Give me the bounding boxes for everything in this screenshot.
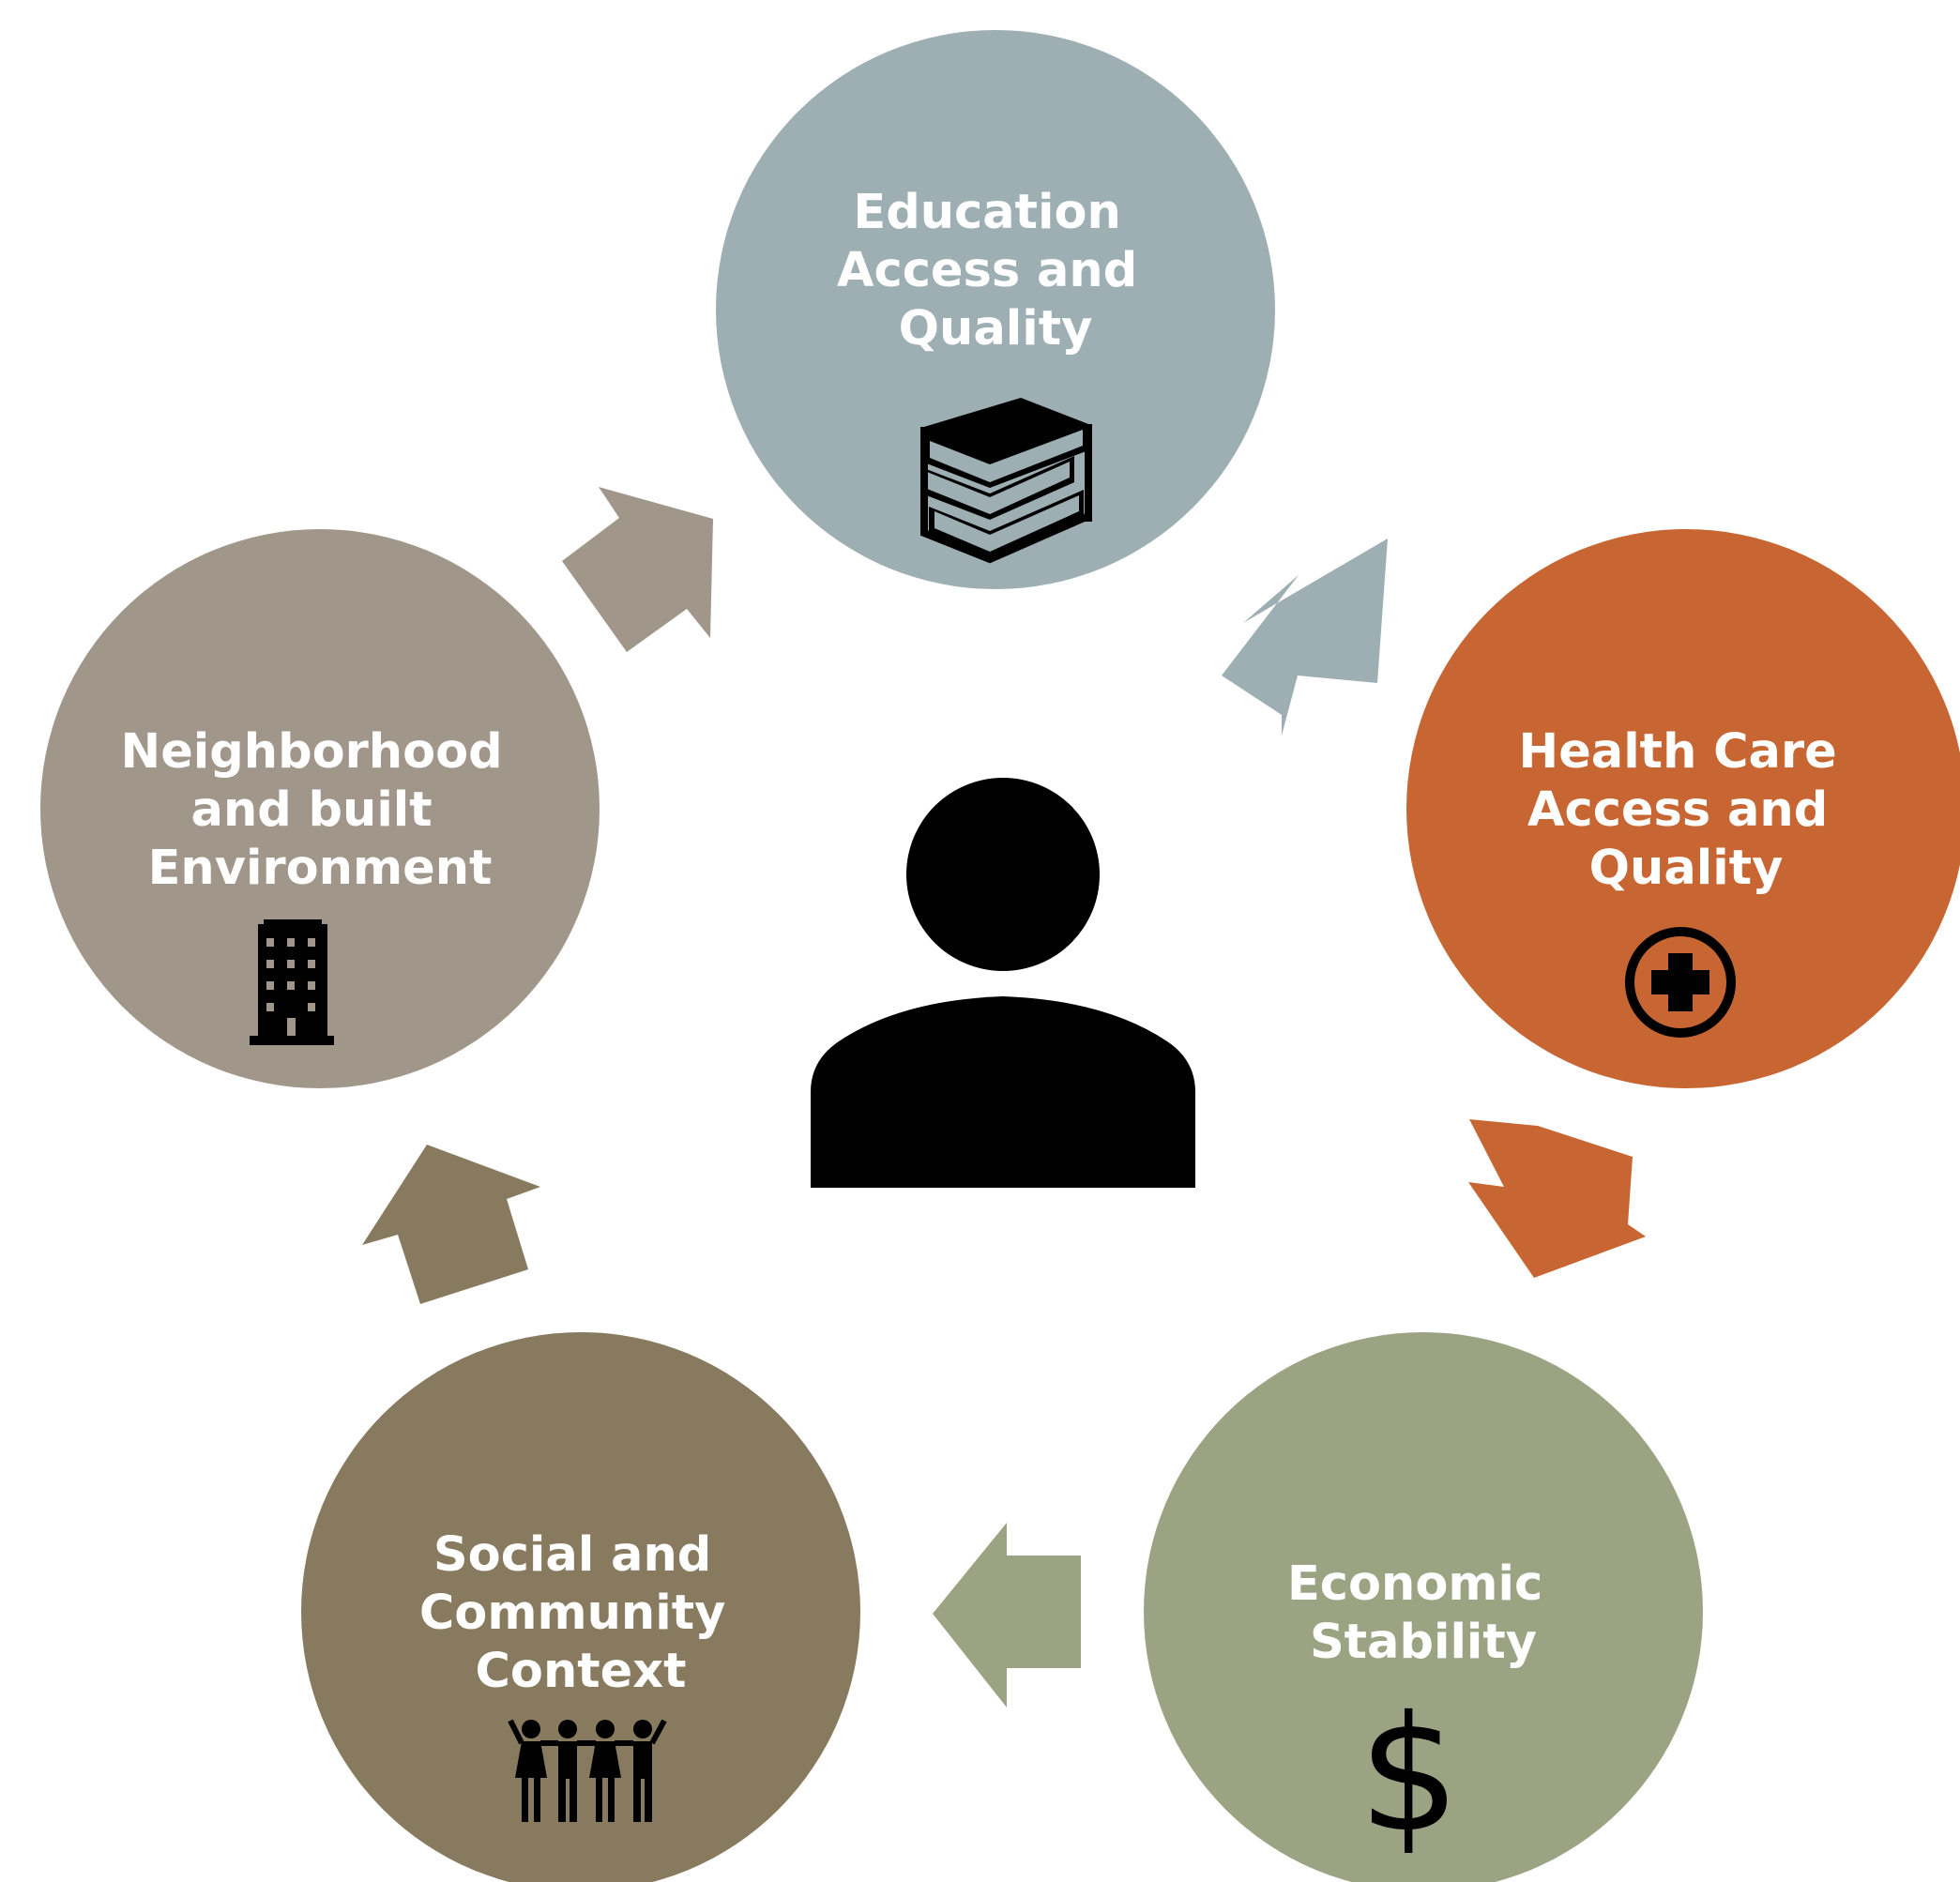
books-icon: [920, 398, 1092, 564]
building-icon: [250, 919, 334, 1045]
neighborhood-circle: [40, 529, 600, 1088]
person-icon: [811, 778, 1195, 1188]
neighborhood-label-line-2: and built: [191, 782, 433, 838]
health-label-line-1: Health Care: [1519, 724, 1837, 780]
health-label-line-2: Access and: [1527, 782, 1828, 838]
people-group-icon: [508, 1719, 667, 1822]
economic-label-line-2: Stability: [1310, 1615, 1537, 1670]
social-label: Social and Community Context: [419, 1527, 742, 1699]
neighborhood-label: Neighborhood and built Environment: [121, 724, 520, 896]
arrow-social-to-neighborhood: [362, 1145, 540, 1304]
health-circle: [1406, 529, 1960, 1088]
education-label: Education Access and Quality: [837, 185, 1154, 357]
dollar-icon: $: [1359, 1682, 1460, 1868]
medical-cross-icon: [1625, 927, 1736, 1038]
social-circle: [301, 1332, 860, 1882]
arrow-neighborhood-to-education: [562, 487, 713, 652]
neighborhood-label-line-3: Environment: [148, 841, 493, 896]
social-label-line-1: Social and: [433, 1527, 711, 1583]
social-label-line-2: Community: [419, 1586, 725, 1641]
arrow-education-to-health: [1222, 539, 1388, 736]
arrow-health-to-economic: [1468, 1119, 1646, 1278]
economic-circle: [1144, 1332, 1703, 1882]
neighborhood-label-line-1: Neighborhood: [121, 724, 503, 780]
education-label-line-1: Education: [853, 185, 1121, 240]
economic-label: Economic Stability: [1287, 1556, 1559, 1670]
health-label: Health Care Access and Quality: [1519, 724, 1854, 896]
social-label-line-3: Context: [475, 1644, 686, 1699]
education-circle: [716, 30, 1275, 589]
health-label-line-3: Quality: [1589, 841, 1784, 896]
education-label-line-2: Access and: [837, 243, 1137, 298]
education-label-line-3: Quality: [899, 301, 1093, 357]
economic-label-line-1: Economic: [1287, 1556, 1542, 1612]
arrow-economic-to-social: [933, 1523, 1081, 1707]
